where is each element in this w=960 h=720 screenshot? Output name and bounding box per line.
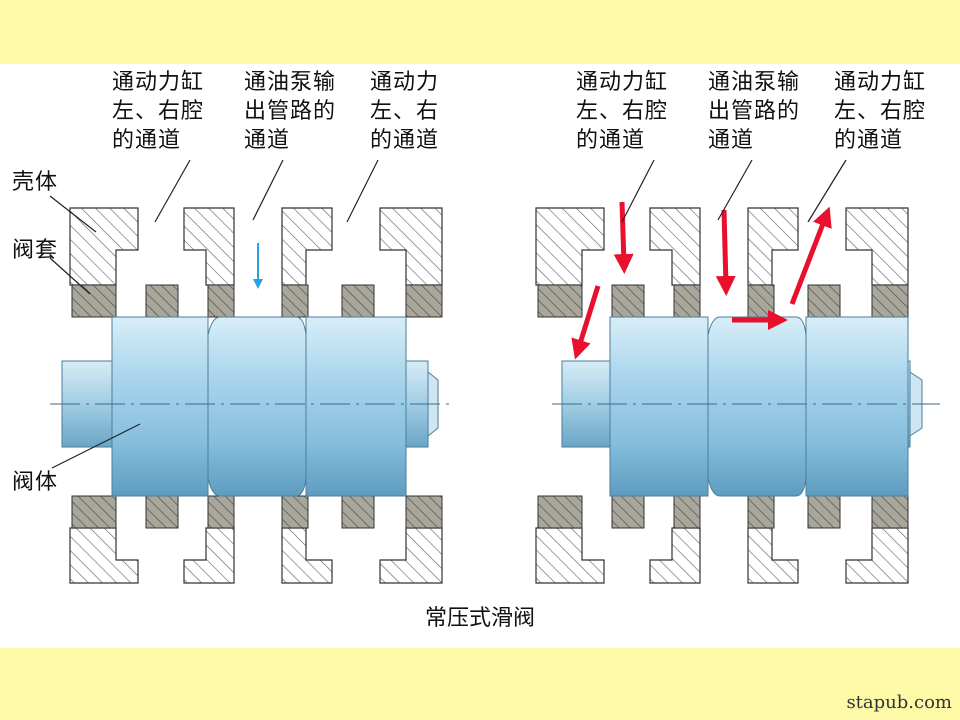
figure-caption: 常压式滑阀 [424,606,535,631]
top-band [0,0,960,64]
left-valve [49,159,455,584]
label-sleeve: 阀套 [12,238,59,263]
label-valve-body: 阀体 [12,470,59,495]
label-left-pump-passage: 通油泵输 出管路的 通道 [244,70,337,153]
sleeve-top [71,284,443,318]
spool-land-left [111,316,209,497]
label-left-cylinder-passage: 通动力缸 左、右腔 的通道 [112,70,205,153]
label-housing: 壳体 [12,170,59,195]
bottom-band [0,648,960,720]
label-left-cylinder-passage-2: 通动力 左、右 的通道 [370,70,440,153]
spool-land-right [305,316,407,497]
spool-neck [207,316,307,497]
housing-bottom [69,527,139,584]
label-right-cylinder-passage-2: 通动力缸 左、右腔 的通道 [834,70,927,153]
sleeve-bottom [71,495,443,529]
flow-arrows [571,201,832,360]
watermark: stapub.com [846,692,952,713]
label-right-cylinder-passage: 通动力缸 左、右腔 的通道 [576,70,669,153]
label-right-pump-passage: 通油泵输 出管路的 通道 [708,70,801,153]
right-valve [535,159,940,584]
